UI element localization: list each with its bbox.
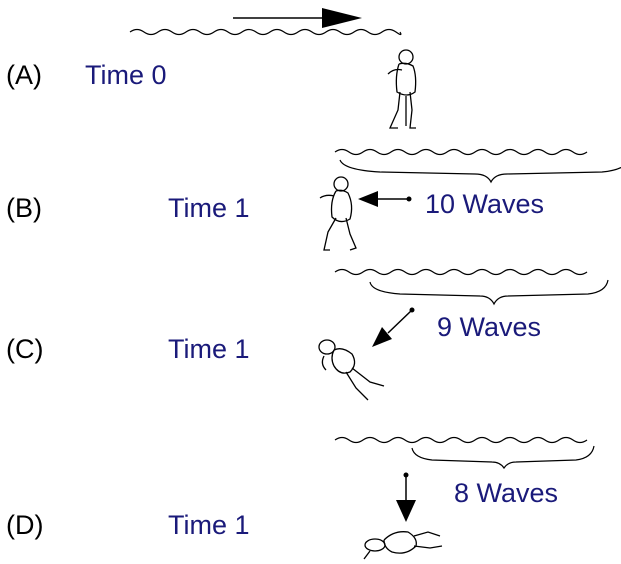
- panel-b-time: Time 1: [168, 193, 250, 223]
- panel-b-label: (B): [6, 193, 42, 223]
- panel-c-label: (C): [6, 334, 44, 364]
- panel-c-diver: [318, 339, 385, 401]
- panel-d-wave-surface: [334, 436, 595, 470]
- panel-b-wave-surface: [334, 148, 621, 184]
- panel-d-diver: [363, 531, 443, 560]
- panel-d-force-arrow: [396, 472, 416, 522]
- panel-a-wave-surface: [129, 28, 402, 36]
- panel-a-label: (A): [6, 60, 42, 90]
- panel-d-time: Time 1: [168, 510, 250, 540]
- panel-a-time: Time 0: [85, 60, 167, 90]
- panel-b-force-arrow: [358, 191, 412, 207]
- panel-b-diver: [319, 176, 357, 251]
- panel-d-waves: 8 Waves: [454, 478, 559, 508]
- panel-d-label: (D): [6, 510, 44, 540]
- panel-b-waves: 10 Waves: [425, 189, 545, 219]
- panel-c-waves: 9 Waves: [437, 312, 542, 342]
- panel-c-wave-surface: [334, 268, 609, 306]
- panel-c-time: Time 1: [168, 334, 250, 364]
- panel-c-force-arrow: [372, 307, 415, 347]
- panel-a-diver-standing: [387, 49, 417, 129]
- wave-direction-arrow: [233, 8, 362, 28]
